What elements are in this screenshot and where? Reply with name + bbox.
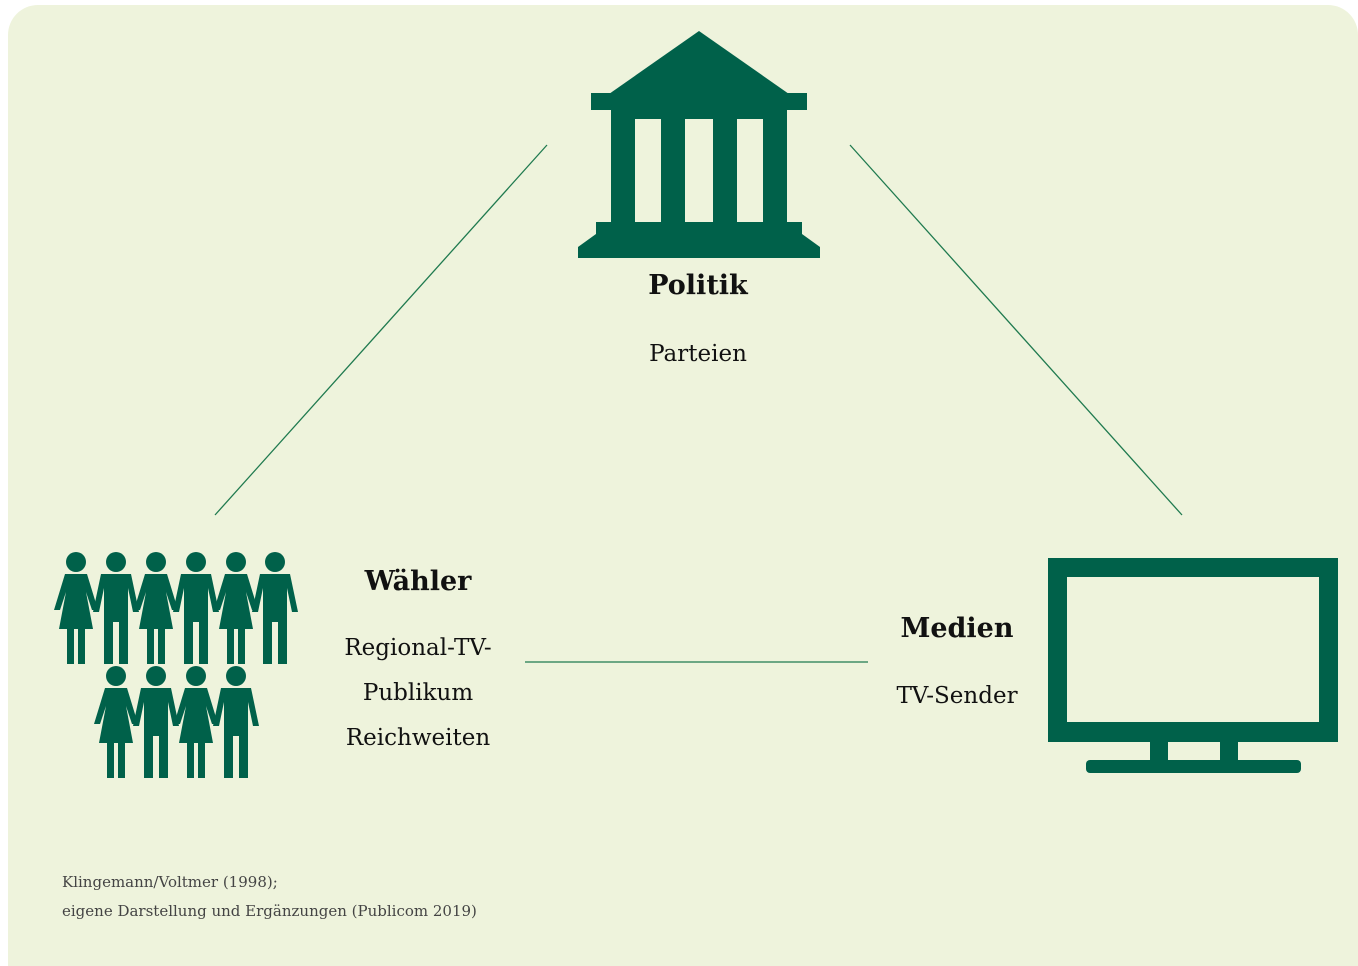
medien-subtitle: TV-Sender [857, 674, 1057, 719]
waehler-sub-line-1: Regional-TV- [344, 635, 492, 661]
politik-title: Politik [648, 270, 748, 301]
waehler-subtitle: Regional-TV- Publikum Reichweiten [318, 626, 518, 761]
tv-monitor-icon [1048, 558, 1338, 773]
source-line-1: Klingemann/Voltmer (1998); [62, 873, 278, 891]
connector-politik-medien [849, 144, 1183, 516]
source-line-2: eigene Darstellung und Ergänzungen (Publ… [62, 902, 477, 920]
medien-title: Medien [900, 613, 1014, 644]
government-building-icon [578, 31, 820, 258]
waehler-title: Wähler [364, 566, 472, 597]
politik-sub-line: Parteien [649, 341, 747, 367]
politik-subtitle: Parteien [598, 332, 798, 377]
waehler-sub-line-3: Reichweiten [345, 725, 491, 751]
people-group-icon [54, 552, 298, 778]
medien-sub-line: TV-Sender [896, 683, 1018, 709]
connector-politik-waehler [214, 144, 548, 516]
waehler-sub-line-2: Publikum [362, 680, 474, 706]
source-note: Klingemann/Voltmer (1998); eigene Darste… [62, 868, 477, 926]
